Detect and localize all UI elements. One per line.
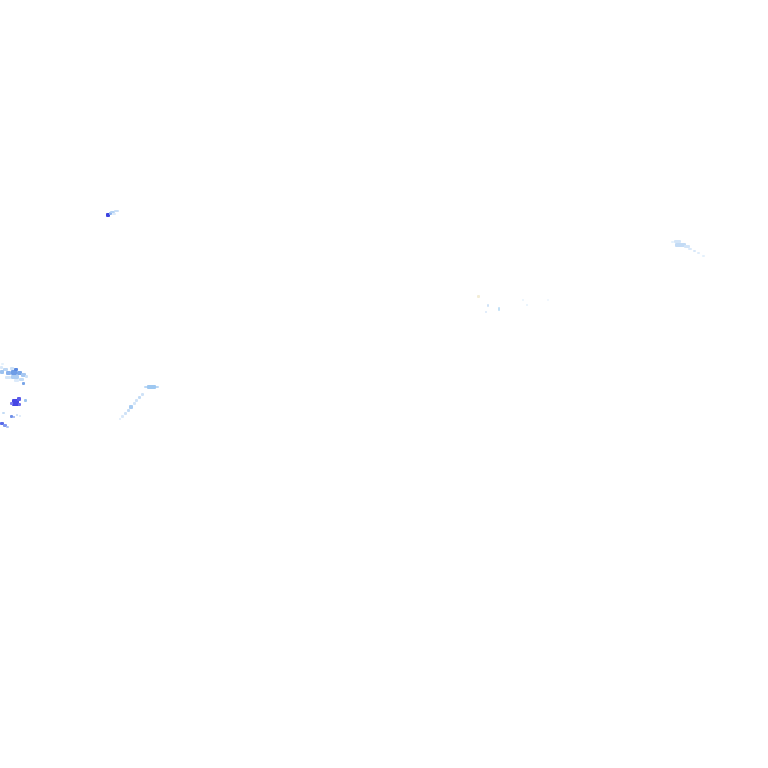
precip-pixel-cluster-f-horizontal-dash [144, 386, 159, 388]
precip-pixel-cluster-g-diagonal-chain [121, 415, 124, 418]
precip-pixel-cluster-g-diagonal-chain [129, 405, 133, 409]
precip-pixel-cluster-e-left-lower-specks [2, 412, 5, 414]
precip-pixel-cluster-h-faint-center-specks [477, 295, 480, 298]
precip-pixel-cluster-a-small-northwest [110, 211, 115, 213]
precip-pixel-cluster-b-pale-northeast [688, 248, 692, 250]
precip-pixel-cluster-c-left-edge-band [0, 366, 3, 369]
precip-pixel-cluster-h-faint-center-specks [498, 307, 500, 311]
precip-pixel-cluster-c-left-edge-band [10, 367, 14, 370]
precip-pixel-cluster-c-left-edge-band [6, 371, 11, 375]
precip-pixel-cluster-c-left-edge-band [14, 379, 19, 382]
precip-pixel-cluster-e-left-lower-specks [16, 414, 18, 416]
precip-pixel-cluster-c-left-edge-band [19, 378, 24, 381]
precip-pixel-cluster-h-faint-center-specks [522, 299, 524, 301]
precip-pixel-cluster-c-left-edge-band [3, 368, 8, 371]
precip-pixel-cluster-b-pale-northeast [702, 255, 705, 257]
precip-pixel-cluster-g-diagonal-chain [127, 409, 130, 412]
precip-pixel-cluster-c-left-edge-band [22, 382, 25, 385]
precip-pixel-cluster-b-pale-northeast [671, 241, 674, 243]
precip-pixel-cluster-h-faint-center-specks [547, 299, 549, 301]
precip-pixel-cluster-g-diagonal-chain [135, 399, 138, 402]
precip-pixel-cluster-c-left-edge-band [14, 368, 18, 371]
precip-pixel-cluster-c-left-edge-band [11, 370, 17, 375]
precip-pixel-cluster-e-left-lower-specks [3, 424, 7, 427]
precip-pixel-cluster-e-left-lower-specks [6, 426, 9, 428]
precip-pixel-cluster-a-small-northwest [114, 210, 119, 212]
precip-pixel-cluster-g-diagonal-chain [141, 393, 144, 396]
precip-pixel-cluster-a-small-northwest [112, 213, 116, 215]
precip-pixel-cluster-d-dark-cell-left [18, 403, 21, 406]
precip-pixel-cluster-d-dark-cell-left [10, 402, 13, 405]
precip-pixel-cluster-g-diagonal-chain [133, 402, 136, 405]
precip-pixel-cluster-c-left-edge-band [11, 375, 19, 379]
precip-pixel-cluster-h-faint-center-specks [526, 304, 528, 306]
precip-pixel-cluster-e-left-lower-specks [19, 415, 21, 417]
precip-pixel-cluster-c-left-edge-band [25, 375, 28, 378]
precip-pixel-cluster-b-pale-northeast [675, 243, 686, 247]
precip-pixel-cluster-e-left-lower-specks [13, 416, 15, 418]
precip-pixel-cluster-c-left-edge-band [17, 371, 22, 375]
precip-pixel-cluster-c-left-edge-band [1, 363, 4, 365]
precip-pixel-cluster-c-left-edge-band [0, 370, 4, 374]
precip-pixel-cluster-h-faint-center-specks [487, 304, 489, 307]
precip-pixel-cluster-d-dark-cell-left [17, 397, 21, 401]
precip-pixel-cluster-g-diagonal-chain [138, 396, 141, 399]
precip-pixel-cluster-a-small-northwest [106, 213, 110, 217]
precip-pixel-cluster-h-faint-center-specks [485, 311, 487, 313]
precip-pixel-cluster-d-dark-cell-left [24, 399, 27, 402]
precip-pixel-cluster-c-left-edge-band [21, 373, 26, 377]
precip-pixel-cluster-b-pale-northeast [693, 250, 696, 252]
precip-pixel-cluster-b-pale-northeast [697, 252, 700, 254]
precip-pixel-cluster-g-diagonal-chain [119, 418, 121, 420]
precip-pixel-cluster-b-pale-northeast [684, 245, 690, 248]
precip-pixel-cluster-e-left-lower-specks [10, 415, 13, 418]
precip-pixel-cluster-e-left-lower-specks [0, 422, 4, 425]
precip-pixel-cluster-d-dark-cell-left [12, 399, 19, 406]
precip-pixel-cluster-b-pale-northeast [674, 240, 681, 243]
precip-pixel-cluster-g-diagonal-chain [124, 412, 127, 415]
precip-pixel-cluster-f-horizontal-dash [147, 385, 156, 389]
precip-pixel-cluster-c-left-edge-band [5, 376, 11, 379]
precip-pixel-cluster-a-small-northwest [109, 212, 112, 215]
